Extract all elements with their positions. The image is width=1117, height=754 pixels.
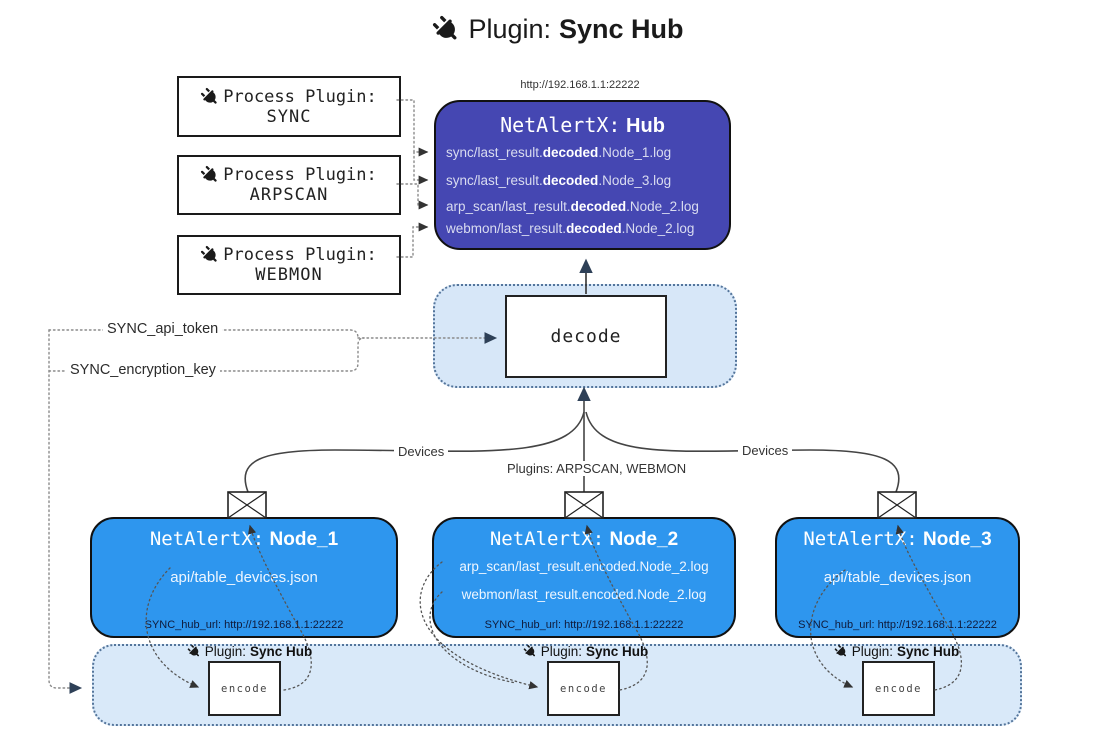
edge-label-devices-left: Devices [394,444,449,459]
plug-icon [198,162,223,187]
process-plugin-label: Process Plugin: [223,245,377,265]
encoder1-label: Plugin: Sync Hub [185,642,312,660]
hub-log-line: arp_scan/last_result.decoded.Node_2.log [446,199,699,214]
node1-file: api/table_devices.json [170,569,318,586]
edges-nodes-to-decode [244,386,900,493]
node1-title: NetAlertX: Node_1 [149,528,339,550]
hub-url-label: http://192.168.1.1:22222 [520,79,640,91]
encode2-box: encode [547,661,620,716]
node2-box: NetAlertX: Node_2 arp_scan/last_result.e… [432,517,736,638]
plug-icon [198,242,223,267]
edge-label-plugins: Plugins: ARPSCAN, WEBMON [503,461,691,476]
node2-title: NetAlertX: Node_2 [489,528,679,550]
node3-hub-url: SYNC_hub_url: http://192.168.1.1:22222 [798,619,997,631]
plug-icon [832,642,850,660]
encoder2-label: Plugin: Sync Hub [521,642,648,660]
node1-hub-url: SYNC_hub_url: http://192.168.1.1:22222 [144,619,344,631]
process-plugin-name: WEBMON [255,265,323,285]
process-plugin-arpscan: Process Plugin: ARPSCAN [177,155,401,215]
edges-plugins-to-hub [396,99,429,258]
hub-log-line: sync/last_result.decoded.Node_1.log [446,145,672,160]
node3-file: api/table_devices.json [823,569,972,586]
envelope-icon [877,491,917,519]
process-plugin-sync: Process Plugin: SYNC [177,76,401,137]
title-prefix: Plugin: [468,14,552,44]
edge-label-devices-right: Devices [738,443,793,458]
node2-hub-url: SYNC_hub_url: http://192.168.1.1:22222 [484,619,684,631]
page-title: Plugin: Sync Hub [0,14,1117,45]
hub-log-line: webmon/last_result.decoded.Node_2.log [446,221,695,236]
node3-box: NetAlertX: Node_3 api/table_devices.json… [775,517,1020,638]
node1-box: NetAlertX: Node_1 api/table_devices.json… [90,517,398,638]
node3-title: NetAlertX: Node_3 [803,528,992,550]
plug-icon [198,84,223,109]
plug-icon [521,642,539,660]
process-plugin-webmon: Process Plugin: WEBMON [177,235,401,295]
process-plugin-name: SYNC [266,106,312,127]
plug-icon [428,10,466,48]
envelope-icon [227,491,267,519]
encoder3-label: Plugin: Sync Hub [832,642,959,660]
encode3-box: encode [862,661,935,716]
hub-log-line: sync/last_result.decoded.Node_3.log [446,173,672,188]
process-plugin-name: ARPSCAN [249,185,329,205]
decode-box: decode [505,295,667,378]
title-name: Sync Hub [559,14,684,44]
hub-box: NetAlertX: Hub sync/last_result.decoded.… [434,100,731,250]
node2-file: webmon/last_result.encoded.Node_2.log [461,587,707,602]
hub-title: NetAlertX: Hub [500,113,665,137]
encode1-box: encode [208,661,281,716]
node2-file: arp_scan/last_result.encoded.Node_2.log [459,559,709,574]
process-plugin-label: Process Plugin: [223,165,377,185]
setting-sync-api-token: SYNC_api_token [103,321,223,337]
envelope-icon [564,491,604,519]
process-plugin-label: Process Plugin: [223,86,377,107]
setting-sync-encryption-key: SYNC_encryption_key [66,362,220,378]
plug-icon [185,642,203,660]
